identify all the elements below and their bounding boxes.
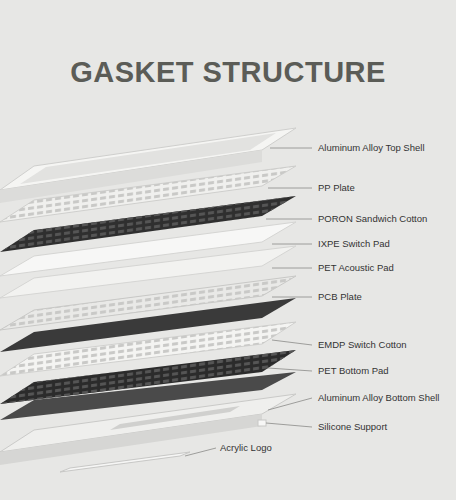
part-label: PET Bottom Pad — [318, 365, 389, 377]
bottom-shell-side — [0, 414, 262, 465]
part-label: Aluminum Alloy Bottom Shell — [318, 392, 439, 404]
part-label: Acrylic Logo — [220, 442, 272, 454]
part-label: PET Acoustic Pad — [318, 262, 394, 274]
part-label: PP Plate — [318, 182, 355, 194]
part-label: Aluminum Alloy Top Shell — [318, 142, 425, 154]
silicone-support — [258, 420, 266, 426]
part-label: PCB Plate — [318, 291, 362, 303]
leader-lines — [185, 148, 312, 456]
title: GASKET STRUCTURE — [0, 56, 456, 89]
part-label: Silicone Support — [318, 421, 387, 433]
part-label: EMDP Switch Cotton — [318, 339, 407, 351]
part-label: PORON Sandwich Cotton — [318, 213, 427, 225]
bottom-shell-vent — [110, 406, 240, 430]
part-label: IXPE Switch Pad — [318, 238, 390, 250]
acrylic-logo — [60, 452, 190, 472]
